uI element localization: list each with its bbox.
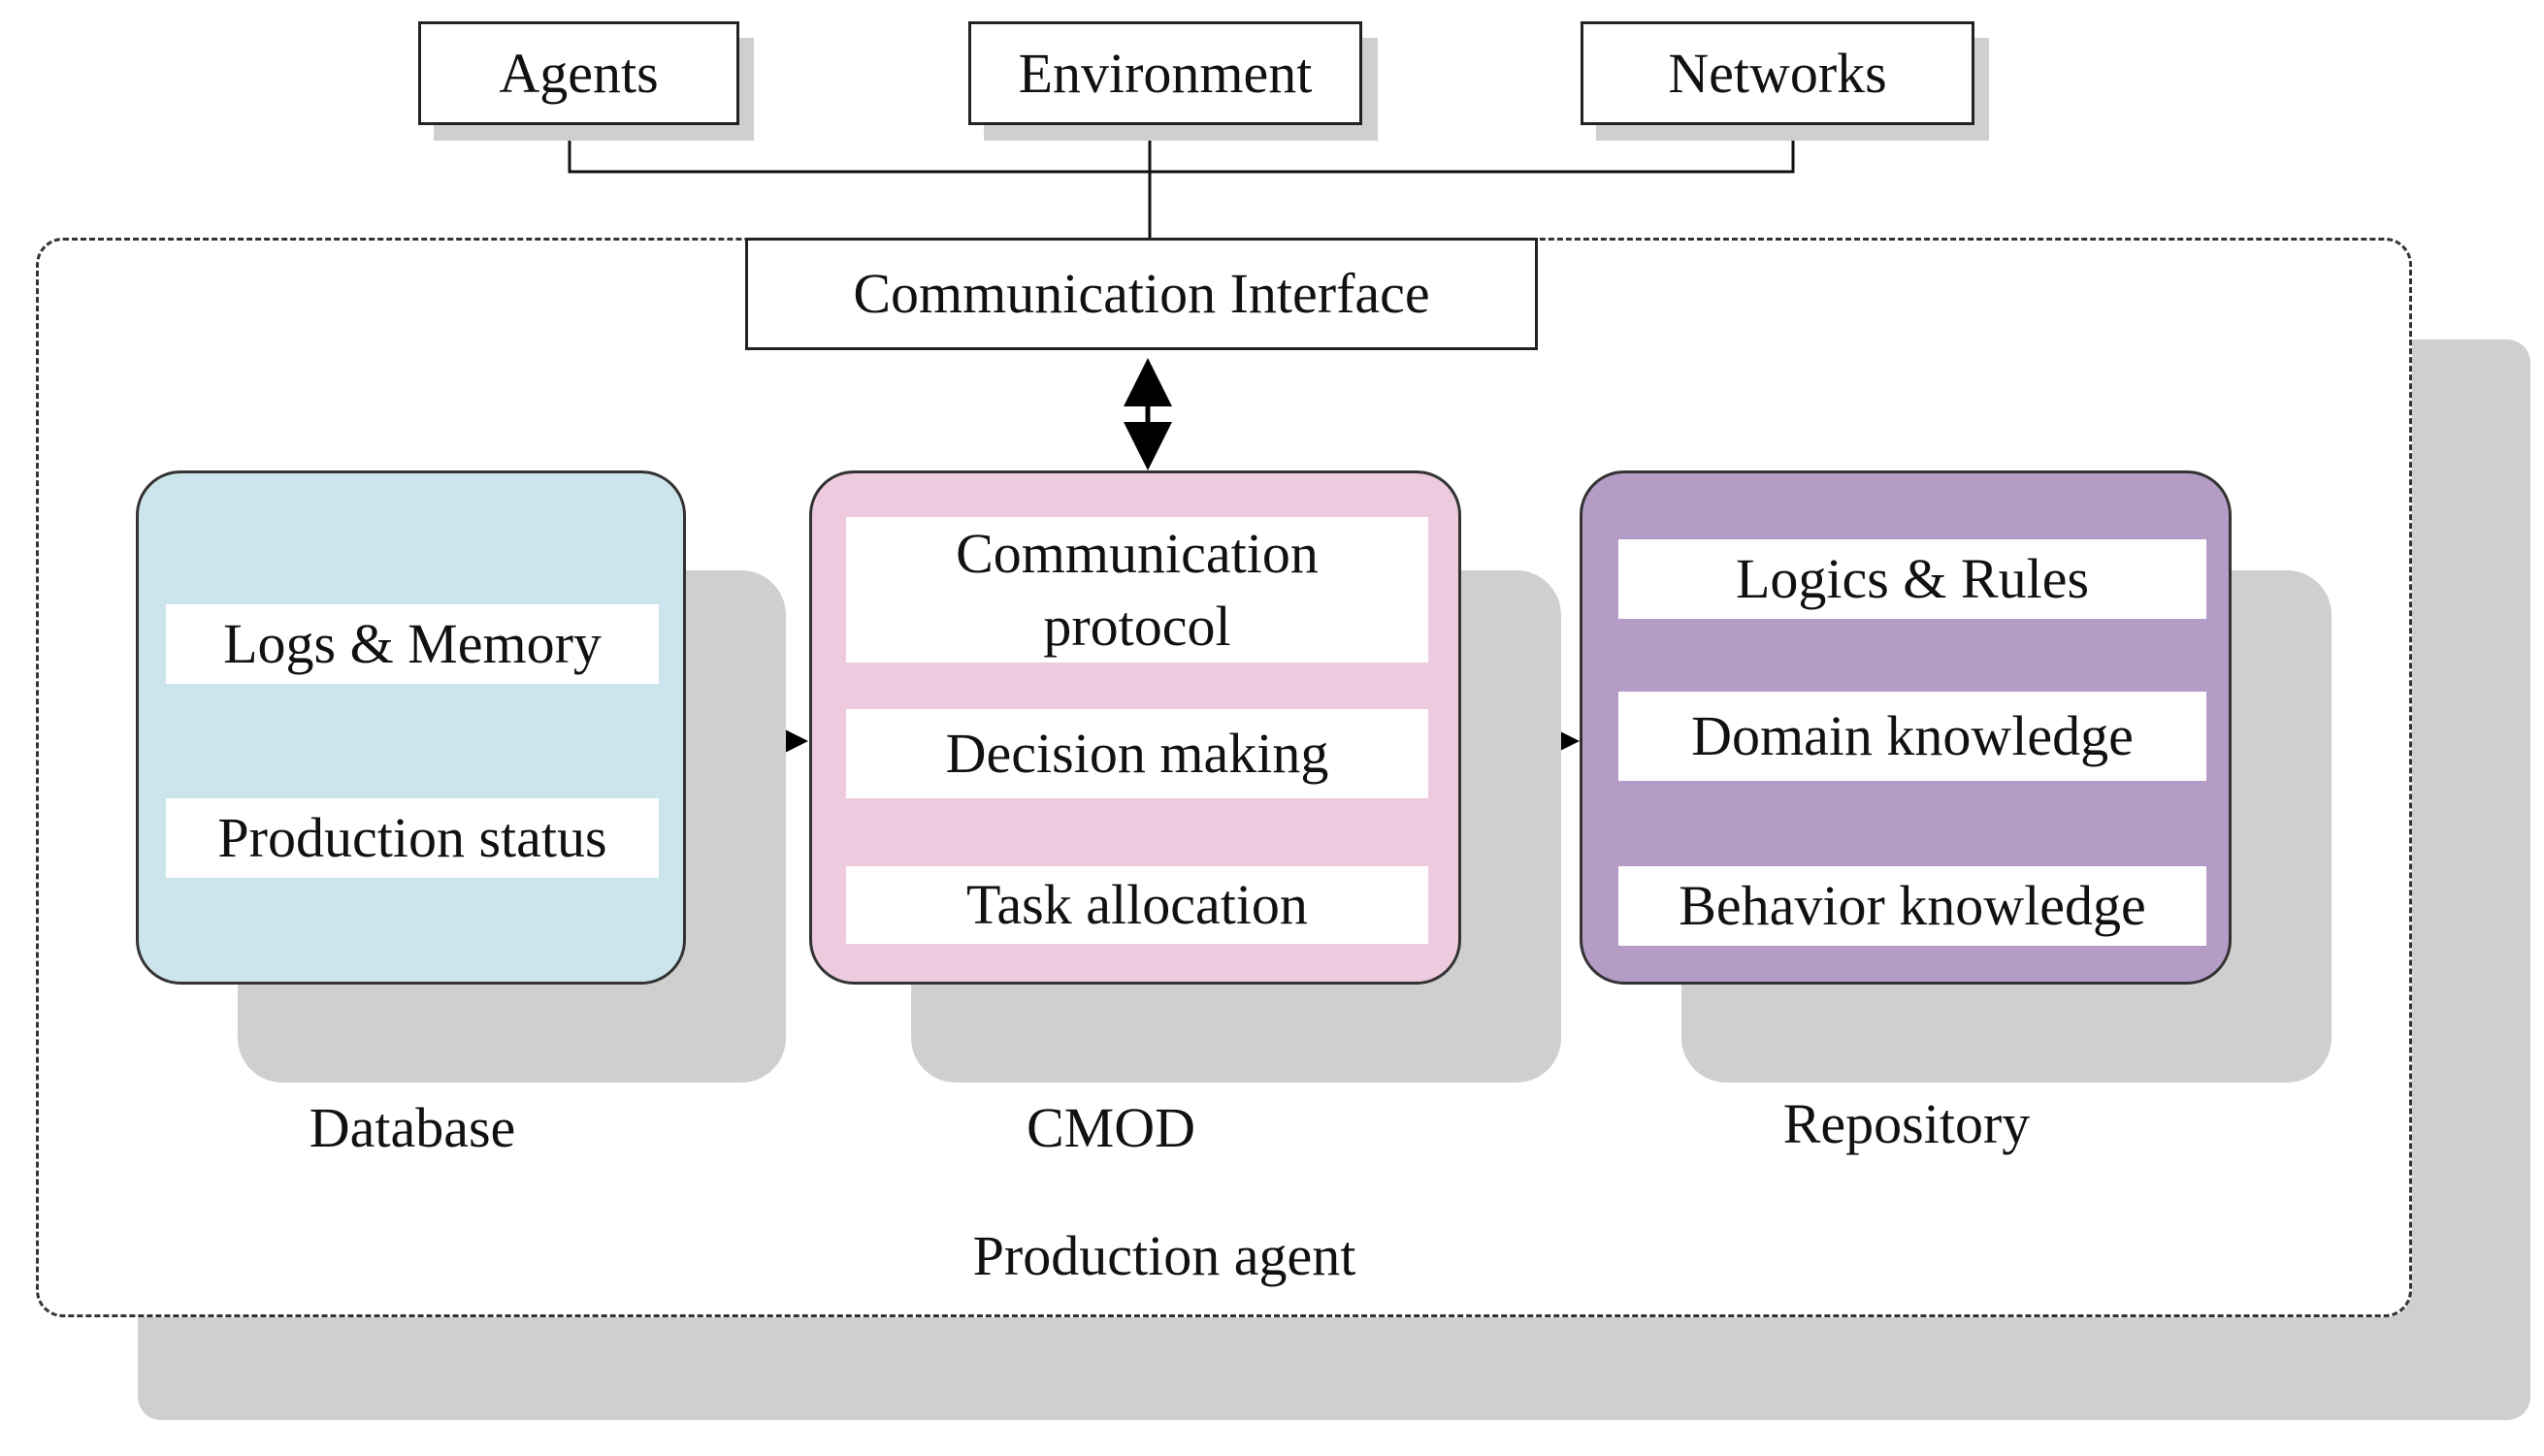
repository-module: Logics & Rules Domain knowledge Behavior… — [1580, 470, 2232, 985]
agents-node: Agents — [418, 21, 739, 125]
database-item-logs-memory: Logs & Memory — [166, 604, 659, 684]
cmod-module: Communication protocol Decision making T… — [809, 470, 1461, 985]
database-caption: Database — [309, 1095, 516, 1159]
networks-node: Networks — [1581, 21, 1974, 125]
link-agents — [568, 125, 1150, 174]
database-module: Logs & Memory Production status — [136, 470, 686, 985]
repository-item-domain-knowledge: Domain knowledge — [1618, 692, 2206, 781]
database-item-production-status: Production status — [166, 798, 659, 878]
link-networks — [1150, 125, 1795, 174]
repository-item-behavior-knowledge: Behavior knowledge — [1618, 866, 2206, 946]
cmod-item-task-allocation: Task allocation — [846, 866, 1428, 944]
cmod-caption: CMOD — [1026, 1095, 1196, 1159]
environment-node: Environment — [968, 21, 1362, 125]
repository-caption: Repository — [1782, 1091, 2031, 1155]
cmod-item-decision-making: Decision making — [846, 709, 1428, 798]
communication-interface-node: Communication Interface — [745, 238, 1538, 350]
cmod-item-communication-protocol: Communication protocol — [846, 517, 1428, 663]
production-agent-label: Production agent — [972, 1224, 1356, 1288]
repository-item-logics-rules: Logics & Rules — [1618, 539, 2206, 619]
